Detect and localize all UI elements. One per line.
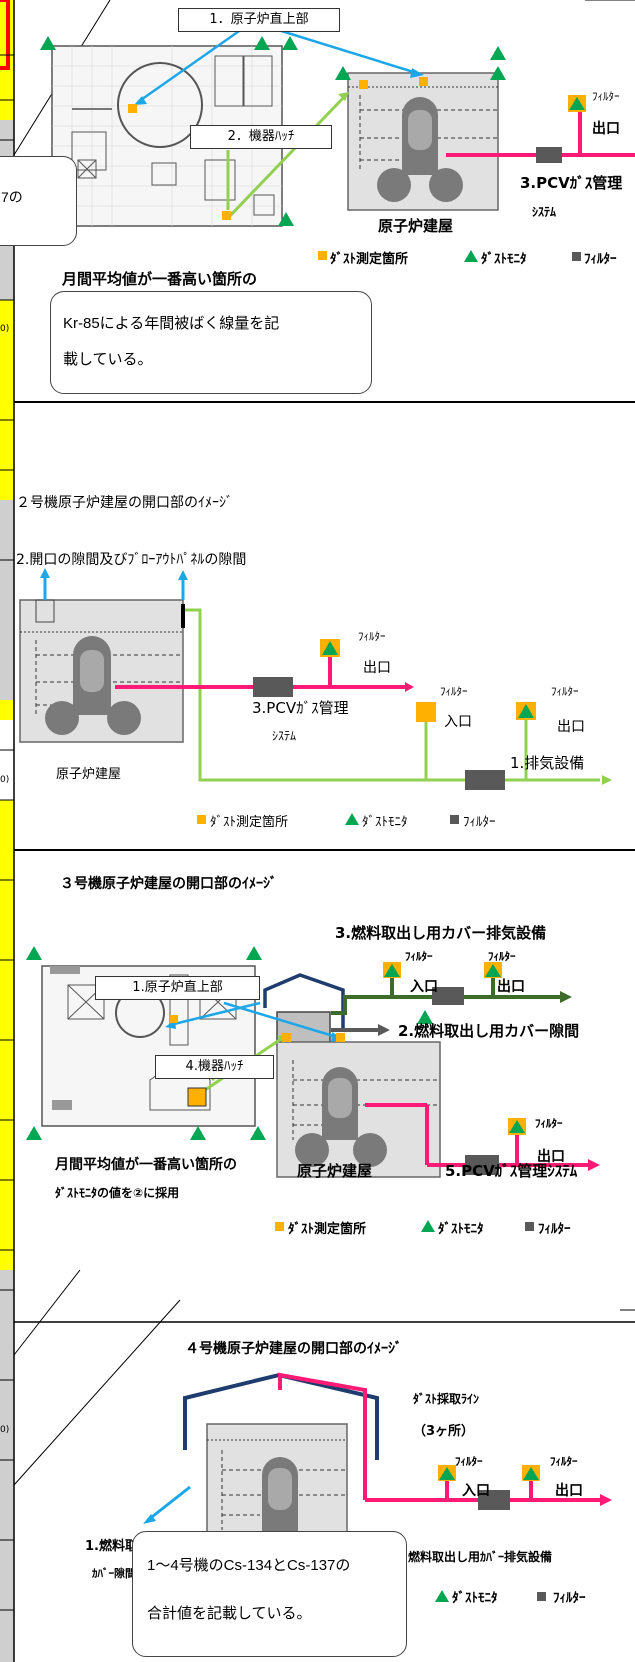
unit1-reactor-building <box>347 72 499 211</box>
unit4-filter-1: ﾌｨﾙﾀｰ <box>455 1455 483 1468</box>
unit3-label-reactor-top: 1.原子炉直上部 <box>95 976 260 1000</box>
unit1-legend-monitor: ﾀﾞｽﾄﾓﾆﾀ <box>481 252 527 267</box>
unit2-title: ２号機原子炉建屋の開口部のｲﾒｰｼﾞ <box>16 495 233 511</box>
unit1-legend-filter: ﾌｨﾙﾀｰ <box>584 252 617 267</box>
unit1-label-reactor-top: 1．原子炉直上部 <box>178 8 340 32</box>
unit1-reactor-building-label: 原子炉建屋 <box>378 217 454 235</box>
unit2-outlet-2: 出口 <box>557 719 585 735</box>
left-label-a: 0) <box>0 324 10 334</box>
monthly-note: 月間平均値が一番高い箇所の <box>62 270 258 288</box>
unit4-legend-monitor: ﾀﾞｽﾄﾓﾆﾀ <box>452 1591 498 1606</box>
unit1-label-hatch: 2．機器ﾊｯﾁ <box>190 125 332 149</box>
cs-line-1: 1～4号機のCs-134とCs-137の <box>147 1557 351 1574</box>
unit3-cover-exhaust: 3.燃料取出し用カバー排気設備 <box>335 924 547 942</box>
unit3-reactor-building <box>263 973 441 1178</box>
unit4-cover-exhaust: 燃料取出し用ｶﾊﾞｰ排気設備 <box>408 1550 553 1564</box>
unit4-title: ４号機原子炉建屋の開口部のｲﾒｰｼﾞ <box>185 1341 402 1357</box>
unit3-filter-2: ﾌｨﾙﾀｰ <box>488 950 516 963</box>
unit3-cover-gap: 2.燃料取出し用カバー隙間 <box>398 1022 580 1040</box>
unit2-filter-3: ﾌｨﾙﾀｰ <box>551 685 579 698</box>
unit1-outlet-label: 出口 <box>592 121 620 137</box>
unit2-pcv-label-1: 3.PCVｶﾞｽ管理 <box>252 699 349 717</box>
unit2-exhaust: 1.排気設備 <box>510 754 585 772</box>
kr85-line-1: Kr-85による年間被ばく線量を記 <box>63 315 280 332</box>
unit3-note-line-1: 月間平均値が一番高い箇所の <box>55 1157 237 1173</box>
unit1-pcv-label-1: 3.PCVｶﾞｽ管理 <box>520 174 623 192</box>
cs-line-2: 合計値を記載している。 <box>147 1605 312 1622</box>
unit3-outlet-1: 出口 <box>497 979 525 995</box>
unit3-title: ３号機原子炉建屋の開口部のｲﾒｰｼﾞ <box>60 876 277 892</box>
unit2-reactor-building-label: 原子炉建屋 <box>56 767 122 782</box>
unit3-inlet: 入口 <box>410 979 438 995</box>
left-label-b: 0) <box>0 775 10 785</box>
unit1-legend-dust: ﾀﾞｽﾄ測定箇所 <box>330 252 409 267</box>
unit3-legend-filter: ﾌｨﾙﾀｰ <box>538 1222 571 1237</box>
unit2-legend-monitor: ﾀﾞｽﾄﾓﾆﾀ <box>362 815 408 830</box>
left-label-c: 0) <box>0 1425 10 1435</box>
unit1-pcv-label-2: ｼｽﾃﾑ <box>532 205 557 219</box>
unit4-inlet: 入口 <box>462 1483 490 1499</box>
unit4-outlet: 出口 <box>555 1483 583 1499</box>
unit1-filter-label: ﾌｨﾙﾀｰ <box>592 90 620 103</box>
unit2-legend-dust: ﾀﾞｽﾄ測定箇所 <box>210 815 289 830</box>
unit4-filter-2: ﾌｨﾙﾀｰ <box>550 1455 578 1468</box>
callout-top-partial: 7の <box>0 156 77 246</box>
red-bracket <box>0 0 10 70</box>
unit2-outlet-1: 出口 <box>363 660 391 676</box>
unit3-note-line-2: ﾀﾞｽﾄﾓﾆﾀの値を②に採用 <box>55 1186 180 1200</box>
unit2-reactor-building <box>19 599 185 743</box>
unit3-filter-3: ﾌｨﾙﾀｰ <box>535 1117 563 1130</box>
unit3-legend-dust: ﾀﾞｽﾄ測定箇所 <box>288 1222 367 1237</box>
unit2-inlet: 入口 <box>444 714 472 730</box>
unit3-filter-1: ﾌｨﾙﾀｰ <box>405 950 433 963</box>
unit2-gap-label: 2.開口の隙間及びﾌﾞﾛｰｱｳﾄﾊﾟﾈﾙの隙間 <box>16 552 247 568</box>
unit2-filter-2: ﾌｨﾙﾀｰ <box>440 685 468 698</box>
unit4-legend-filter: ﾌｨﾙﾀｰ <box>553 1591 586 1606</box>
unit4-dust-line: ﾀﾞｽﾄ採取ﾗｲﾝ <box>413 1392 480 1406</box>
kr85-line-2: 載している。 <box>63 351 153 368</box>
unit2-legend-filter: ﾌｨﾙﾀｰ <box>463 815 496 830</box>
callout-cs: 1～4号機のCs-134とCs-137の 合計値を記載している。 <box>132 1531 407 1657</box>
unit4-cover-gap-line-2: ｶﾊﾞｰ隙間 <box>92 1567 136 1580</box>
unit2-filter-1: ﾌｨﾙﾀｰ <box>358 630 386 643</box>
unit4-three-places: （3ヶ所） <box>413 1424 475 1439</box>
left-band <box>0 0 14 1662</box>
unit3-pcv: 5.PCVｶﾞｽ管理ｼｽﾃﾑ <box>445 1162 578 1180</box>
unit2-pcv-label-2: ｼｽﾃﾑ <box>272 729 297 743</box>
unit3-label-hatch: 4.機器ﾊｯﾁ <box>155 1055 274 1079</box>
unit3-legend-monitor: ﾀﾞｽﾄﾓﾆﾀ <box>438 1222 484 1237</box>
unit3-outlet-2: 出口 <box>537 1149 565 1165</box>
callout-kr85: Kr-85による年間被ばく線量を記 載している。 <box>50 291 372 394</box>
unit3-reactor-building-label: 原子炉建屋 <box>297 1162 373 1180</box>
